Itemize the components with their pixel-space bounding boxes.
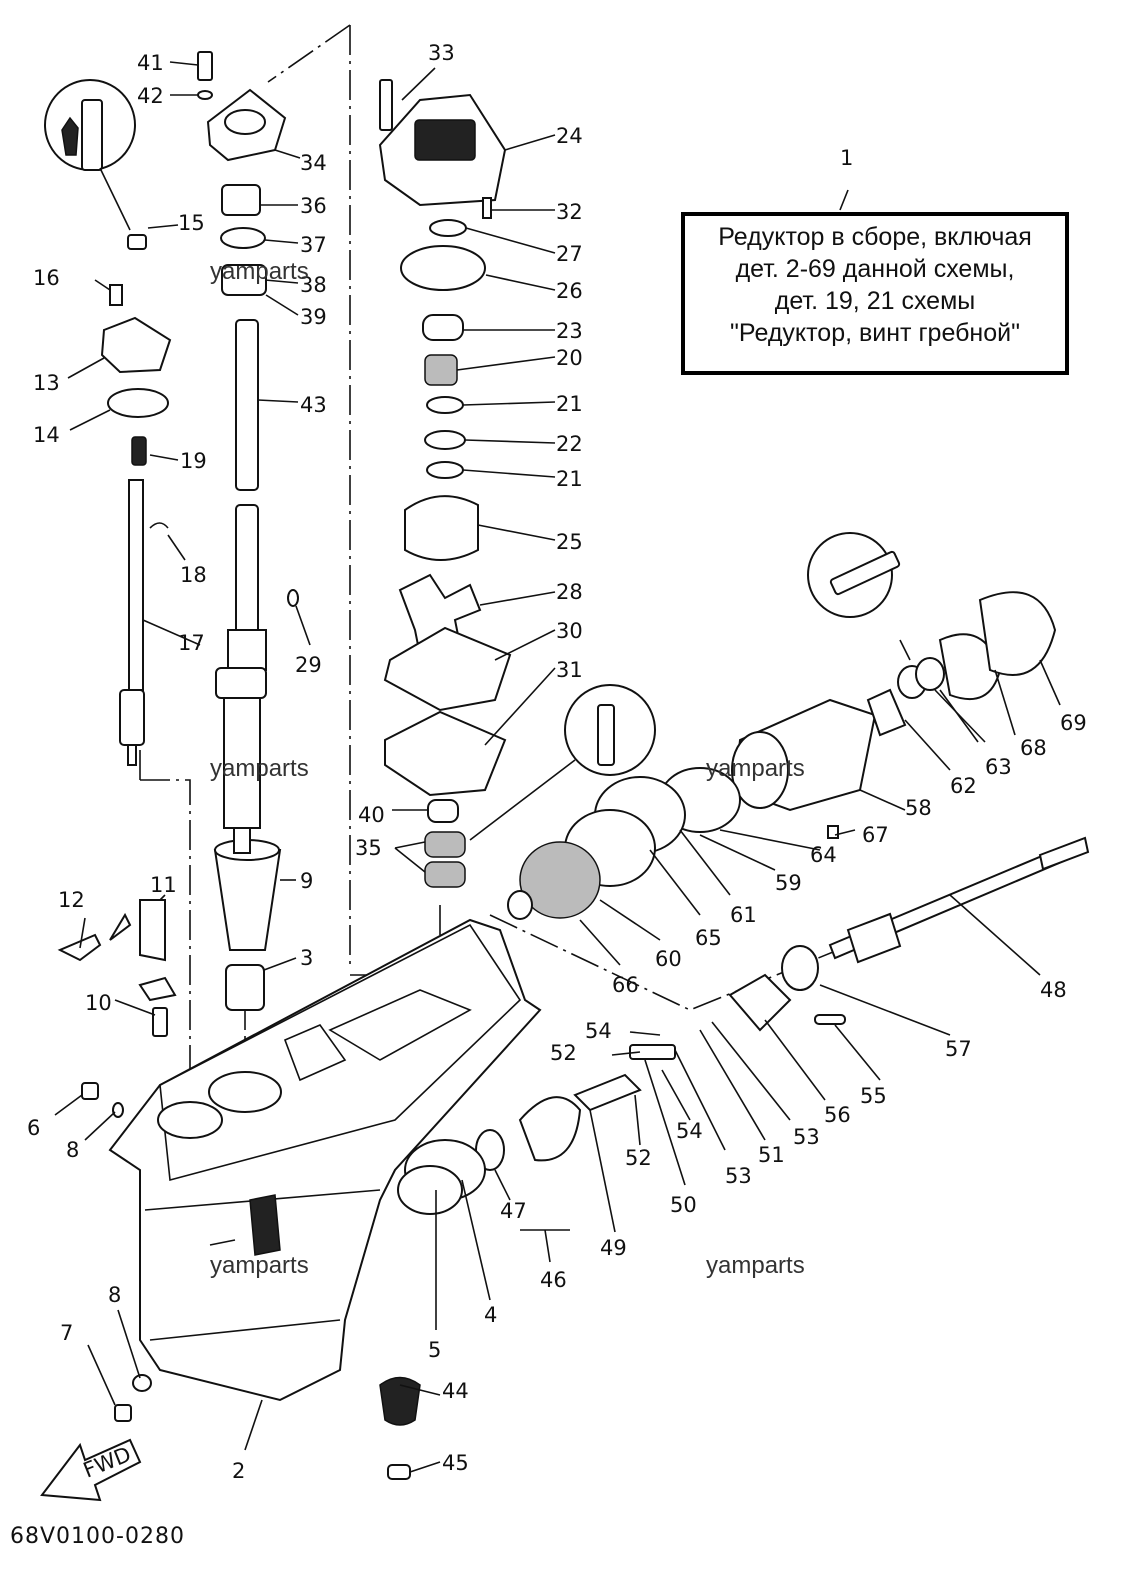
part-number: 30 (556, 619, 583, 643)
drive-shaft-assembly (197, 51, 287, 854)
watermark-text: yamparts (706, 1252, 805, 1279)
drawing-code: 68V0100-0280 (10, 1524, 185, 1549)
part-number: 25 (556, 530, 583, 554)
part-number: 1 (840, 146, 853, 170)
part-number: 26 (556, 279, 583, 303)
part-number: 32 (556, 200, 583, 224)
part-number: 52 (625, 1146, 652, 1170)
part-number: 42 (137, 84, 164, 108)
part-number: 61 (730, 903, 757, 927)
assembly-note-line: дет. 19, 21 схемы (774, 287, 976, 315)
assembly-note-line: Редуктор в сборе, включая (718, 223, 1032, 251)
assembly-note-line: "Редуктор, винт гребной" (730, 319, 1020, 347)
assembly-guide-lines (139, 24, 1061, 1110)
part-number: 10 (85, 991, 112, 1015)
watermark-text: yamparts (210, 755, 309, 782)
part-number: 16 (33, 266, 60, 290)
part-number: 53 (793, 1125, 820, 1149)
part-number: 36 (300, 194, 327, 218)
fwd-arrow: FWD (40, 1438, 142, 1502)
part-number: 63 (985, 755, 1012, 779)
part-number: 33 (428, 41, 455, 65)
part-number: 52 (550, 1041, 577, 1065)
part-number: 38 (300, 273, 327, 297)
part-number: 21 (556, 392, 583, 416)
part-number: 15 (178, 211, 205, 235)
part-number: 37 (300, 233, 327, 257)
watermark-text: yamparts (210, 258, 309, 285)
watermark-text: yamparts (210, 1252, 309, 1279)
part-number: 59 (775, 871, 802, 895)
part-number: 46 (540, 1268, 567, 1292)
part-number-labels: 1 2 3 4 5 6 7 8 8 9 10 11 12 13 14 15 16… (27, 41, 1087, 1483)
part-number: 27 (556, 242, 583, 266)
part-number: 55 (860, 1084, 887, 1108)
part-number: 13 (33, 371, 60, 395)
part-number: 43 (300, 393, 327, 417)
part-number: 49 (600, 1236, 627, 1260)
part-number: 47 (500, 1199, 527, 1223)
part-number: 23 (556, 319, 583, 343)
part-number: 60 (655, 947, 682, 971)
part-number: 31 (556, 658, 583, 682)
part-number: 45 (442, 1451, 469, 1475)
part-number: 29 (295, 653, 322, 677)
leader-lines (54, 61, 1061, 1473)
part-number: 6 (27, 1116, 40, 1140)
part-number: 68 (1020, 736, 1047, 760)
assembly-note-line: дет. 2-69 данной схемы, (735, 255, 1015, 283)
bushing-parts (213, 839, 282, 1011)
part-number: 9 (300, 869, 313, 893)
shift-rod-assembly (44, 79, 299, 766)
part-number: 14 (33, 423, 60, 447)
part-number: 53 (725, 1164, 752, 1188)
part-number: 44 (442, 1379, 469, 1403)
part-number: 21 (556, 467, 583, 491)
part-number: 58 (905, 796, 932, 820)
part-number: 22 (556, 432, 583, 456)
part-number: 69 (1060, 711, 1087, 735)
water-pump-assembly (378, 79, 656, 888)
part-number: 19 (180, 449, 207, 473)
part-number: 2 (232, 1459, 245, 1483)
part-number: 54 (676, 1119, 703, 1143)
propeller-shaft-assembly (379, 532, 1090, 1480)
part-number: 35 (355, 836, 382, 860)
assembly-note-box: Редуктор в сборе, включая дет. 2-69 данн… (681, 212, 1069, 375)
part-number: 7 (60, 1321, 73, 1345)
shift-linkage-parts (57, 899, 177, 1422)
part-number: 8 (66, 1138, 79, 1162)
part-number: 67 (862, 823, 889, 847)
part-number: 20 (556, 346, 583, 370)
part-number: 57 (945, 1037, 972, 1061)
part-number: 24 (556, 124, 583, 148)
part-number: 62 (950, 774, 977, 798)
part-number: 48 (1040, 978, 1067, 1002)
part-number: 3 (300, 946, 313, 970)
part-number: 56 (824, 1103, 851, 1127)
part-number: 8 (108, 1283, 121, 1307)
part-number: 18 (180, 563, 207, 587)
part-number: 54 (585, 1019, 612, 1043)
part-number: 28 (556, 580, 583, 604)
part-number: 40 (358, 803, 385, 827)
lower-casing (108, 918, 542, 1402)
part-number: 34 (300, 151, 327, 175)
part-number: 41 (137, 51, 164, 75)
part-number: 5 (428, 1338, 441, 1362)
part-number: 12 (58, 888, 85, 912)
part-number: 66 (612, 973, 639, 997)
part-number: 64 (810, 843, 837, 867)
part-number: 39 (300, 305, 327, 329)
part-number: 4 (484, 1303, 497, 1327)
part-number: 51 (758, 1143, 785, 1167)
part-number: 65 (695, 926, 722, 950)
watermark-text: yamparts (706, 755, 805, 782)
part-number: 11 (150, 873, 177, 897)
part-number: 17 (178, 631, 205, 655)
part-number: 50 (670, 1193, 697, 1217)
